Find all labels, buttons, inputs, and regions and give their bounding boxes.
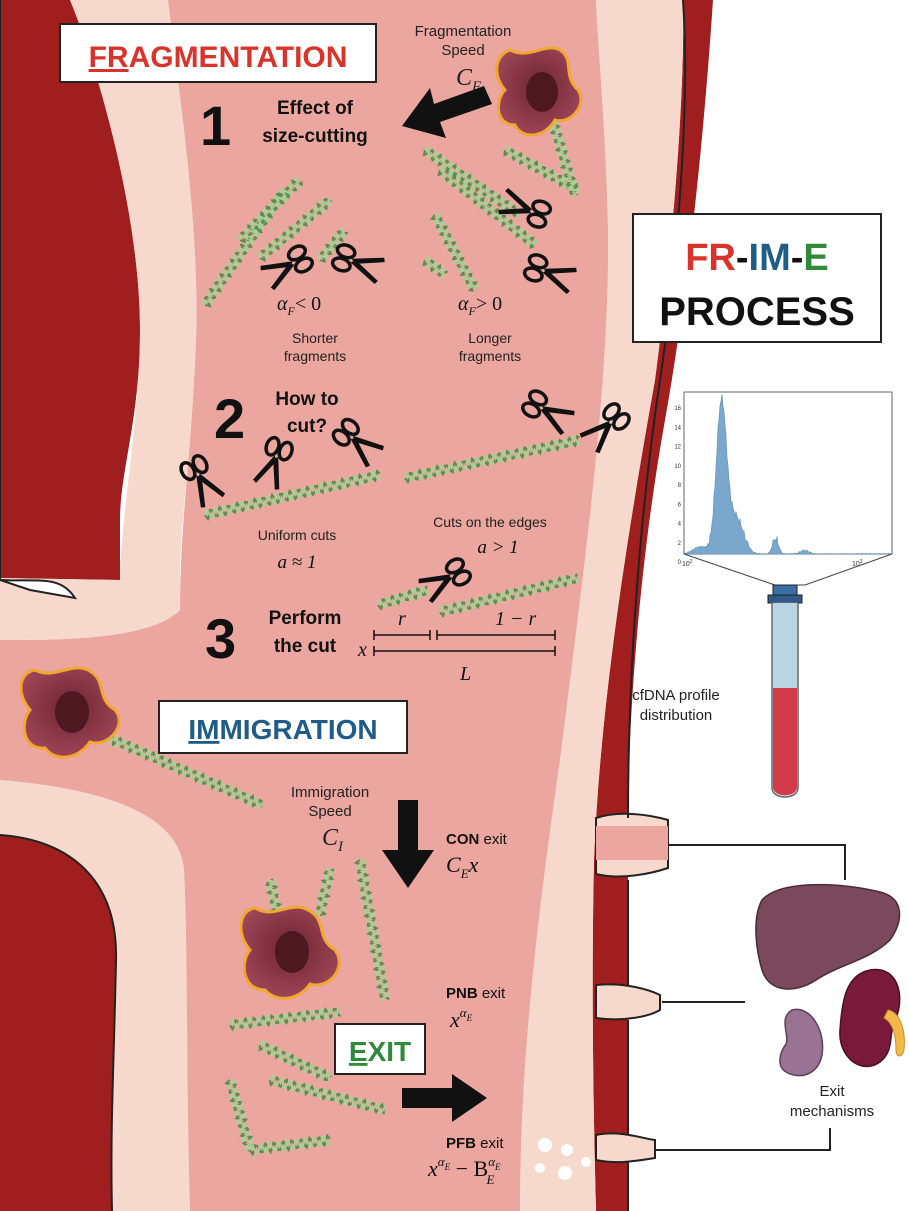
imm-speed-line2: Speed (308, 803, 351, 820)
svg-text:IMMIGRATION: IMMIGRATION (188, 714, 377, 745)
pfb-supsub2: E (494, 1162, 501, 1172)
hist-y-tick: 2 (678, 541, 682, 547)
segment-L: L (459, 663, 471, 685)
svg-text:PNB exit: PNB exit (446, 985, 506, 1002)
step1-number: 1 (200, 94, 231, 157)
imm-rest: MIGRATION (219, 714, 377, 745)
alpha-neg: α (277, 293, 288, 315)
uniform-cuts-expr: a ≈ 1 (278, 552, 317, 573)
step3-line2: the cut (274, 636, 337, 657)
con-var: x (468, 852, 479, 877)
pnb-rest: exit (478, 985, 506, 1002)
svg-text:102: 102 (682, 559, 693, 568)
imm-speed-line1: Immigration (291, 784, 369, 801)
step3-line1: Perform (269, 608, 342, 629)
hist-y-tick: 8 (678, 483, 682, 489)
pnb-bold: PNB (446, 985, 478, 1002)
edge-cuts-label: Cuts on the edges (433, 514, 547, 530)
title-e: E (803, 237, 828, 279)
pfb-mid: − B (450, 1156, 488, 1181)
svg-text:EXIT: EXIT (349, 1036, 411, 1067)
title-dash2: - (791, 237, 804, 279)
frag-speed-line1: Fragmentation (415, 23, 512, 40)
con-rest: exit (479, 831, 507, 848)
pfb-expr: x (427, 1156, 438, 1181)
title-dash1: - (736, 237, 749, 279)
test-tube: cfDNA profile distribution (632, 585, 802, 797)
con-expr: C (446, 852, 461, 877)
hist-y-tick: 10 (674, 464, 681, 470)
shorter-label2: fragments (284, 348, 346, 364)
hist-y-tick: 12 (674, 445, 681, 451)
svg-text:αF> 0: αF> 0 (458, 293, 502, 318)
exit-prefix: E (349, 1036, 368, 1067)
hist-y-tick: 4 (678, 522, 682, 528)
pfb-rest: exit (476, 1135, 504, 1152)
imm-speed-symbol: C (322, 825, 339, 851)
con-bold: CON (446, 831, 479, 848)
organs-label2: mechanisms (790, 1103, 874, 1120)
uniform-cuts-label: Uniform cuts (258, 527, 337, 543)
step1-line2: size-cutting (262, 126, 368, 147)
exit-rest: XIT (368, 1036, 412, 1067)
organs-label1: Exit (819, 1083, 845, 1100)
pfb-bold: PFB (446, 1135, 476, 1152)
step1-line1: Effect of (277, 98, 354, 119)
frag-speed-line2: Speed (441, 42, 484, 59)
immigration-banner: IMMIGRATION (159, 701, 407, 753)
svg-text:CON exit: CON exit (446, 831, 508, 848)
step2-line2: cut? (287, 416, 327, 437)
svg-text:αF< 0: αF< 0 (277, 293, 321, 318)
pnb-supsub: E (466, 1013, 473, 1023)
alpha-pos: α (458, 293, 469, 315)
title-fr: FR (685, 237, 736, 279)
title-process: PROCESS (659, 290, 855, 334)
hist-y-tick: 6 (678, 502, 682, 508)
pfb-bsub: E (486, 1172, 495, 1187)
hist-x-exp-1: 2 (690, 559, 693, 565)
alpha-neg-expr: < 0 (295, 293, 321, 315)
svg-text:FR-IM-E: FR-IM-E (685, 237, 829, 279)
step3-number: 3 (205, 607, 236, 670)
imm-prefix: IM (188, 714, 219, 745)
frag-rest: AGMENTATION (129, 41, 348, 74)
step2-line1: How to (275, 389, 338, 410)
step2-number: 2 (214, 387, 245, 450)
hist-x-tick-1: 10 (682, 561, 690, 568)
tube-label2: distribution (640, 707, 713, 724)
longer-label2: fragments (459, 348, 521, 364)
segment-one-minus-r: 1 − r (495, 608, 536, 630)
process-title-box: FR-IM-E PROCESS (633, 214, 881, 342)
tube-label1: cfDNA profile (632, 687, 720, 704)
con-sub: E (460, 866, 469, 881)
vessel-wall-lower (0, 835, 116, 1211)
fragmentation-banner: FRAGMENTATION (60, 24, 376, 82)
frag-speed-symbol: C (456, 65, 473, 91)
title-im: IM (749, 237, 791, 279)
svg-text:PFB exit: PFB exit (446, 1135, 504, 1152)
segment-x: x (357, 639, 367, 661)
longer-label1: Longer (468, 330, 512, 346)
spleen-icon (780, 1009, 823, 1075)
exit-banner: EXIT (335, 1024, 425, 1074)
hist-y-tick: 16 (674, 406, 681, 412)
svg-text:FRAGMENTATION: FRAGMENTATION (89, 41, 348, 74)
alpha-pos-expr: > 0 (476, 293, 502, 315)
shorter-label1: Shorter (292, 330, 338, 346)
pnb-expr: x (449, 1007, 460, 1032)
edge-cuts-expr: a > 1 (477, 537, 518, 558)
hist-y-tick: 14 (674, 425, 681, 431)
imm-speed-sub: I (337, 839, 344, 855)
segment-r: r (398, 608, 406, 630)
frag-prefix: FR (89, 41, 129, 74)
organs: Exit mechanisms (756, 885, 904, 1120)
